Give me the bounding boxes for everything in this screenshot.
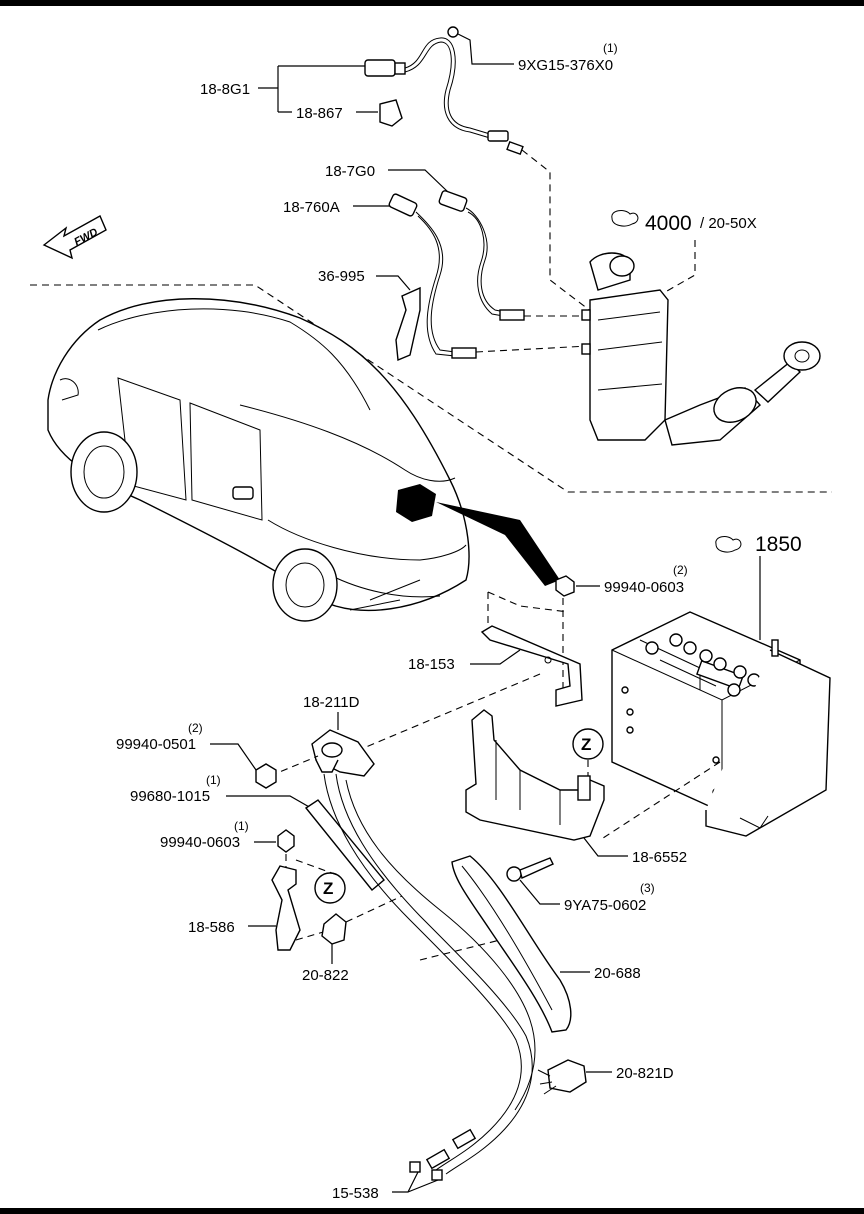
- qty-99940-0501: (2): [188, 721, 203, 735]
- dash-18-6552: [587, 760, 721, 841]
- leader-15-538: [392, 1171, 439, 1193]
- qty-99680-1015: (1): [206, 773, 221, 787]
- battery-cables: [323, 773, 536, 1181]
- sensor-18-7g0: [438, 190, 588, 321]
- callout-20-688: 20-688: [594, 965, 641, 982]
- cover-20-688: [419, 855, 572, 1033]
- callout-18-867: 18-867: [296, 105, 343, 122]
- region-separator: [30, 284, 832, 493]
- catalytic-converter: [581, 252, 821, 446]
- callout-18-153: 18-153: [408, 656, 455, 673]
- fwd-arrow-icon: FWD: [42, 215, 107, 260]
- dash-20-822: [295, 859, 403, 923]
- battery-location-mark: [396, 484, 436, 522]
- callout-99680-1015: 99680-1015: [130, 788, 210, 805]
- clip-20-821d: [537, 1059, 587, 1095]
- callout-18-760a: 18-760A: [283, 199, 340, 216]
- callout-18-211d: 18-211D: [303, 694, 360, 711]
- nut-99940-0603-a: [555, 575, 575, 597]
- callout-18-586: 18-586: [188, 919, 235, 936]
- qty-99940-0603-a: (2): [673, 563, 688, 577]
- insulator-36-995: [395, 286, 421, 362]
- dash-9xg15: [521, 149, 593, 313]
- callout-9ya75-0602: 9YA75-0602: [564, 897, 646, 914]
- bracket-18-6552: [465, 709, 605, 841]
- callout-20-822: 20-822: [302, 967, 349, 984]
- callout-9xg15-376x0: 9XG15-376X0: [518, 57, 613, 74]
- callout-4000: 4000: [645, 212, 692, 235]
- qty-9ya75: (3): [640, 881, 655, 895]
- callout-20-821d: 20-821D: [616, 1065, 674, 1082]
- callout-15-538: 15-538: [332, 1185, 379, 1202]
- dash-4000: [659, 240, 696, 296]
- callout-20-50x: / 20-50X: [700, 215, 757, 232]
- callout-99940-0501: 99940-0501: [116, 736, 196, 753]
- qty-9xg15: (1): [603, 41, 618, 55]
- leader-18-6552: [583, 837, 628, 857]
- z-reference-icon: [572, 728, 604, 760]
- leader-99940-0501: [210, 743, 257, 771]
- nut-99940-0603-b: [277, 829, 295, 853]
- leader-18-8g1: [258, 65, 365, 113]
- terminal-18-211d: [311, 729, 375, 777]
- leader-36-995: [376, 275, 411, 291]
- clip-18-867: [379, 99, 403, 127]
- callout-36-995: 36-995: [318, 268, 365, 285]
- callout-99940-0603-a: 99940-0603: [604, 579, 684, 596]
- leader-18-153: [470, 649, 521, 665]
- callout-18-7g0: 18-7G0: [325, 163, 375, 180]
- clip-20-822: [321, 913, 347, 945]
- bolt-9ya75-0602: [506, 857, 560, 905]
- callout-1850: 1850: [755, 533, 802, 556]
- battery: [611, 611, 831, 837]
- bracket-18-153: [480, 591, 583, 707]
- z-marker-b: Z: [323, 879, 333, 898]
- bolt-9xg15-376x0: [447, 26, 514, 65]
- tube-99680-1015: [304, 799, 385, 891]
- z-marker-a: Z: [581, 735, 591, 754]
- group-reference-icon: [611, 210, 639, 227]
- callout-18-6552: 18-6552: [632, 849, 687, 866]
- top-border: [0, 0, 864, 6]
- sensor-18-760a: [388, 193, 589, 359]
- leader-99680-1015: [226, 795, 319, 813]
- callout-18-8g1: 18-8G1: [200, 81, 250, 98]
- z-reference-icon: [314, 872, 346, 904]
- vehicle-outline: [47, 298, 560, 622]
- dash-18-153: [334, 673, 541, 761]
- qty-99940-0603-b: (1): [234, 819, 249, 833]
- sensor-connector-18-8g1: [364, 37, 524, 156]
- group-reference-icon: [715, 536, 742, 553]
- nut-99940-0501: [255, 763, 277, 789]
- bottom-border: [0, 1208, 864, 1214]
- dash-211d: [269, 755, 319, 777]
- leader-18-7g0: [388, 169, 449, 193]
- callout-99940-0603-b: 99940-0603: [160, 834, 240, 851]
